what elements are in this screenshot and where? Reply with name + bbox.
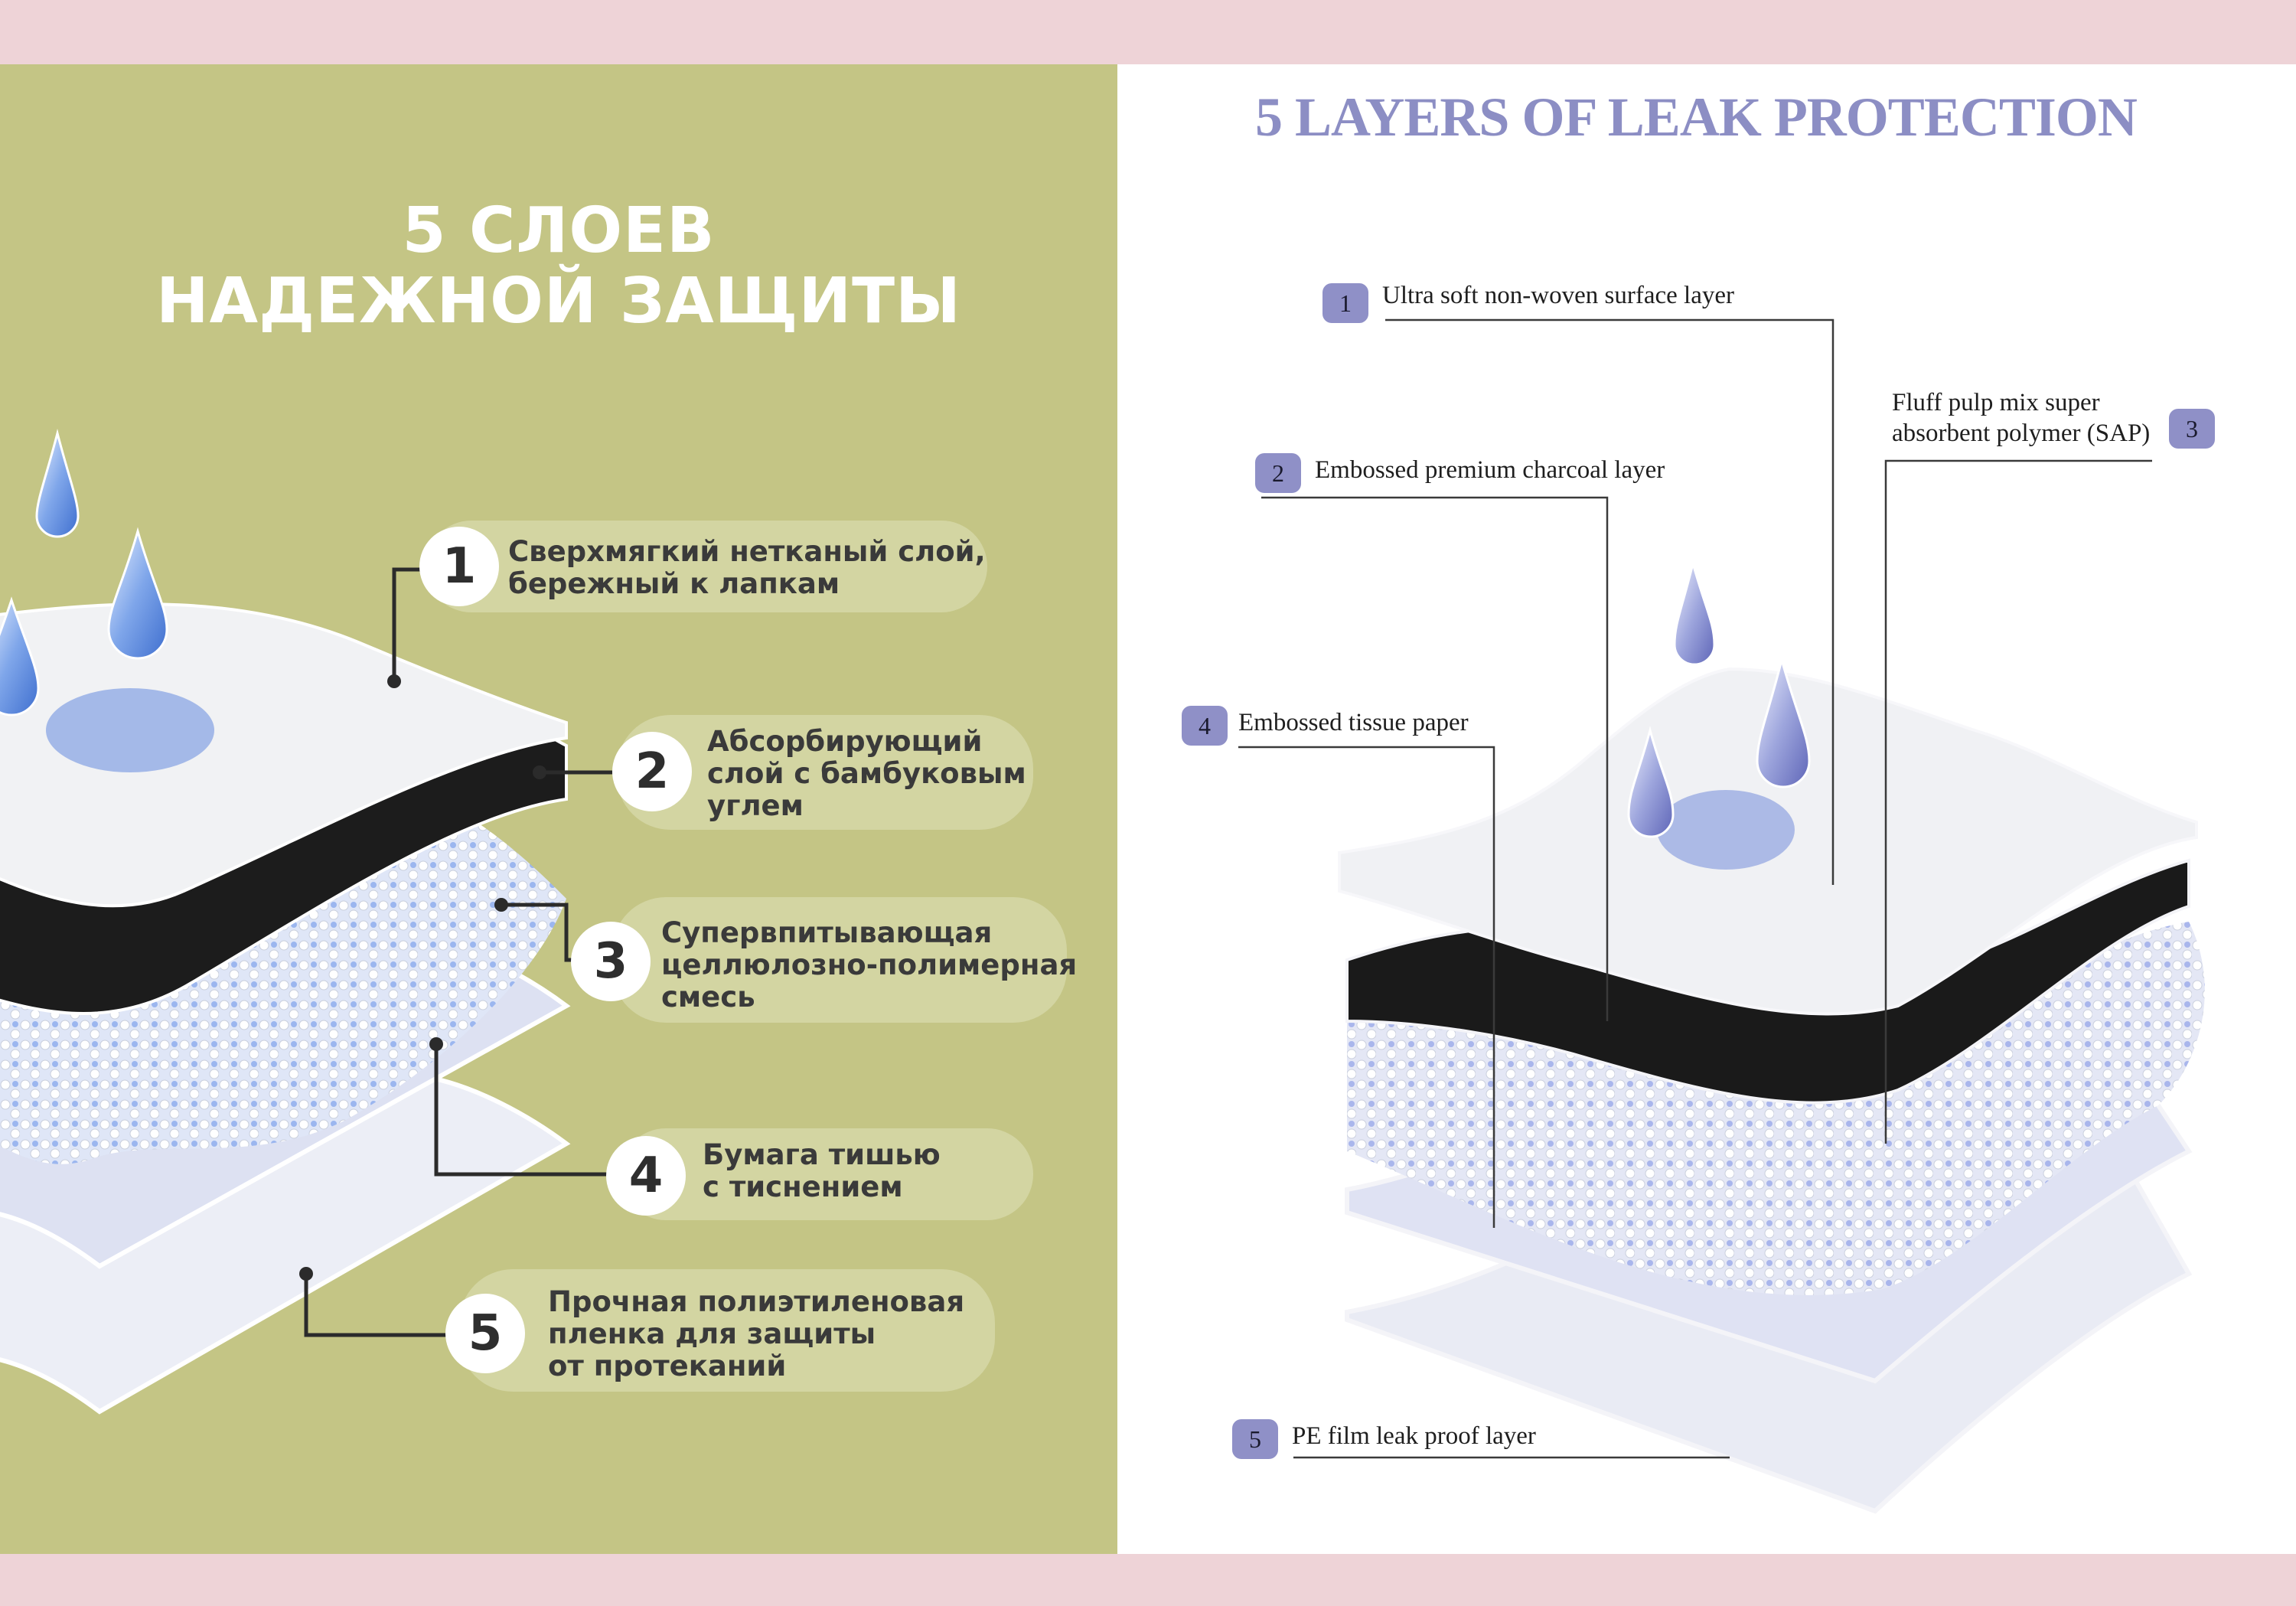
en-badge-1: 1 — [1322, 283, 1368, 323]
russian-layers-illustration — [0, 429, 612, 1415]
layer-2-text: Абсорбирующий слой с бамбуковым углем — [707, 725, 1026, 822]
en-label-4: Embossed tissue paper — [1238, 709, 1469, 736]
russian-panel: 5 СЛОЕВ НАДЕЖНОЙ ЗАЩИТЫ 1 Сверхмягкий не… — [0, 64, 1117, 1554]
en-label-2: Embossed premium charcoal layer — [1315, 456, 1665, 484]
en-leader-lines — [1238, 318, 2152, 1459]
layer-5-pill — [459, 1269, 995, 1392]
en-badge-4: 4 — [1182, 706, 1228, 746]
leader-dots — [299, 674, 546, 1281]
drop-icon — [1756, 655, 1811, 788]
russian-title-line1: 5 СЛОЕВ — [402, 194, 716, 267]
english-panel: 5 LAYERS OF LEAK PROTECTION 1 Ultra soft… — [1117, 64, 2296, 1554]
layer-1-number: 1 — [419, 527, 499, 606]
layer-1-text: Сверхмягкий нетканый слой, бережный к ла… — [508, 535, 986, 600]
layer-4-number: 4 — [606, 1136, 686, 1216]
en-badge-2: 2 — [1255, 453, 1301, 493]
english-layers-illustration — [1238, 318, 2205, 1514]
drop-icon — [0, 596, 40, 716]
en-label-3: Fluff pulp mix super absorbent polymer (… — [1892, 389, 2151, 447]
layer-1-top — [0, 602, 568, 908]
layer-1-pill — [426, 521, 987, 612]
layer-5-text: Прочная полиэтиленовая пленка для защиты… — [548, 1285, 965, 1382]
en-wet-spot — [1657, 790, 1795, 870]
drop-icon — [1627, 726, 1675, 838]
layer-5-number: 5 — [445, 1294, 525, 1373]
en-label-5: PE film leak proof layer — [1292, 1422, 1536, 1450]
wet-spot — [46, 688, 214, 772]
drop-icon — [1673, 559, 1716, 666]
drop-icon — [107, 527, 168, 660]
en-badge-3: 3 — [2169, 409, 2215, 449]
en-badge-5: 5 — [1232, 1419, 1278, 1459]
layer-3-number: 3 — [571, 922, 651, 1001]
layer-4-text: Бумага тишью с тиснением — [703, 1138, 941, 1203]
layer-3-text: Супервпитывающая целлюлозно-полимерная с… — [661, 916, 1078, 1014]
english-title: 5 LAYERS OF LEAK PROTECTION — [1255, 87, 2138, 148]
drop-icon — [35, 429, 80, 538]
layer-4-pill — [620, 1128, 1033, 1220]
russian-title-line2: НАДЕЖНОЙ ЗАЩИТЫ — [156, 265, 961, 338]
layer-2-number: 2 — [612, 732, 692, 811]
en-label-1: Ultra soft non-woven surface layer — [1382, 282, 1734, 309]
layer-3-pill — [612, 897, 1067, 1023]
